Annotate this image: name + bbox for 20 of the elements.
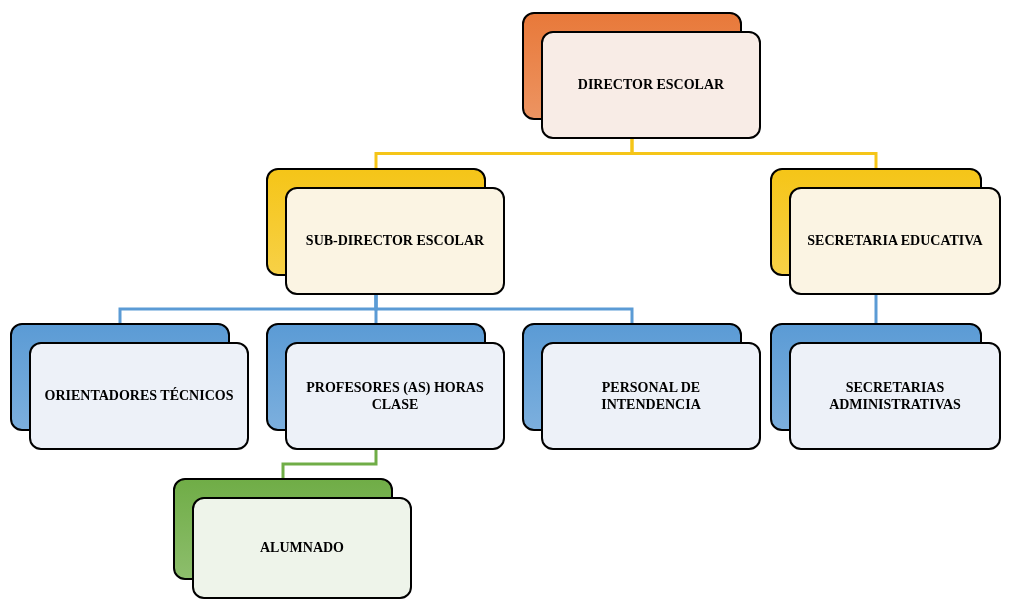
box-label: PERSONAL DE INTENDENCIA [600,378,702,414]
org-chart-box [770,168,1001,295]
org-chart-box [770,323,1001,450]
connector-line [874,295,878,323]
connector-line [630,139,878,168]
org-chart-box [522,12,761,139]
org-chart-box [522,323,761,450]
connector-line [374,295,634,323]
org-chart-box [266,168,505,295]
org-chart-box [173,478,412,599]
box-label: PROFESORES (AS) HORAS CLASE [305,378,485,414]
box-label: DIRECTOR ESCOLAR [577,76,725,94]
box-label: ORIENTADORES TÉCNICOS [44,387,234,405]
box-label: SECRETARIA EDUCATIVA [807,232,983,250]
connector-line [281,450,378,478]
box-label: SECRETARIAS ADMINISTRATIVAS [828,378,962,414]
box-label: ALUMNADO [260,539,344,557]
box-label: SUB-DIRECTOR ESCOLAR [305,232,485,250]
org-chart-box [266,323,505,450]
org-chart-box [10,323,249,450]
